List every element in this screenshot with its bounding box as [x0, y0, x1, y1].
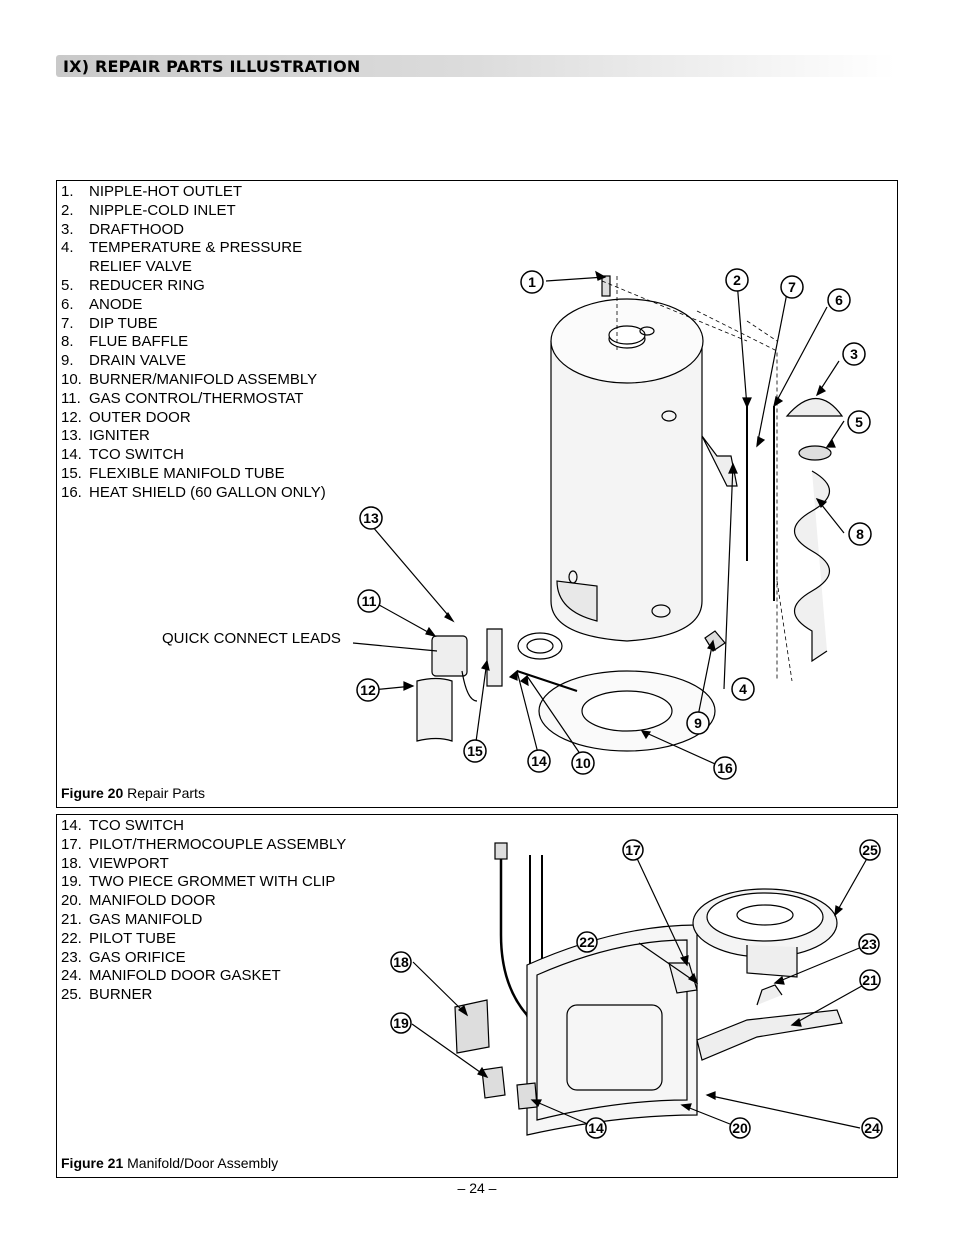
callout-17: 17: [622, 839, 644, 861]
parts-list-item: 24.MANIFOLD DOOR GASKET: [61, 967, 281, 985]
figure-21-caption: Figure 21 Manifold/Door Assembly: [61, 1155, 278, 1171]
svg-text:2: 2: [733, 272, 741, 288]
figure-20-parts-list: 1.NIPPLE-HOT OUTLET 2.NIPPLE-COLD INLET …: [61, 183, 326, 503]
callout-18: 18: [390, 951, 412, 973]
svg-text:12: 12: [360, 682, 376, 698]
figure-21-caption-text: Manifold/Door Assembly: [127, 1155, 279, 1171]
parts-list-item: 25.BURNER: [61, 986, 153, 1004]
manifold-door-exploded-diagram: 17 25 22 23 18 21 19 14 20 24: [390, 839, 883, 1139]
parts-list-item: 9.DRAIN VALVE: [61, 352, 186, 370]
section-header-bar: IX) REPAIR PARTS ILLUSTRATION: [56, 55, 896, 77]
callout-9: 9: [686, 711, 710, 735]
callout-8: 8: [848, 522, 872, 546]
water-heater-exploded-diagram: 1 2 7 6 3 5 8 13 11 12 4 9 15 14 10 16: [352, 268, 872, 780]
svg-text:6: 6: [835, 292, 843, 308]
quick-connect-leads-label: QUICK CONNECT LEADS: [162, 630, 341, 647]
svg-text:14: 14: [588, 1120, 604, 1136]
svg-text:7: 7: [788, 279, 796, 295]
parts-list-item: 17.PILOT/THERMOCOUPLE ASSEMBLY: [61, 835, 347, 853]
parts-list-item: 18.VIEWPORT: [61, 854, 169, 872]
parts-list-item: 4.TEMPERATURE & PRESSURE: [61, 239, 303, 257]
svg-text:5: 5: [855, 414, 863, 430]
parts-list-item: 21.GAS MANIFOLD: [61, 910, 203, 928]
callout-12: 12: [356, 678, 380, 702]
parts-list-item: 12.OUTER DOOR: [61, 408, 191, 426]
svg-text:22: 22: [579, 934, 595, 950]
section-title: IX) REPAIR PARTS ILLUSTRATION: [63, 57, 361, 76]
parts-list-item: 5.REDUCER RING: [61, 276, 205, 294]
parts-list-item: 10.BURNER/MANIFOLD ASSEMBLY: [61, 370, 318, 388]
figure-20-box: 1.NIPPLE-HOT OUTLET 2.NIPPLE-COLD INLET …: [56, 180, 898, 808]
svg-text:8: 8: [856, 526, 864, 542]
callout-23: 23: [858, 933, 880, 955]
figure-21-parts-list: 14.TCO SWITCH 17.PILOT/THERMOCOUPLE ASSE…: [61, 817, 346, 1005]
svg-text:24: 24: [864, 1120, 880, 1136]
parts-list-item: 23.GAS ORIFICE: [61, 948, 186, 966]
svg-text:14: 14: [531, 753, 547, 769]
parts-list-item: 22.PILOT TUBE: [61, 929, 176, 947]
svg-text:1: 1: [528, 274, 536, 290]
callout-7: 7: [780, 275, 804, 299]
callout-22: 22: [576, 931, 598, 953]
callout-14: 14: [527, 749, 551, 773]
callout-3: 3: [842, 342, 866, 366]
page-number: – 24 –: [457, 1180, 497, 1196]
svg-text:17: 17: [625, 842, 641, 858]
callout-19: 19: [390, 1012, 412, 1034]
svg-text:20: 20: [732, 1120, 748, 1136]
parts-list-item: 11.GAS CONTROL/THERMOSTAT: [61, 389, 304, 407]
svg-text:25: 25: [862, 842, 878, 858]
parts-list-item: 16.HEAT SHIELD (60 GALLON ONLY): [61, 483, 326, 501]
callout-4: 4: [731, 677, 755, 701]
svg-text:13: 13: [363, 510, 379, 526]
parts-list-item: RELIEF VALVE: [89, 258, 192, 276]
callout-2: 2: [725, 268, 749, 292]
parts-list-item: 14.TCO SWITCH: [61, 446, 184, 464]
callout-15: 15: [463, 739, 487, 763]
callout-25: 25: [859, 839, 881, 861]
parts-list-item: 13.IGNITER: [61, 427, 150, 445]
parts-list-item: 7.DIP TUBE: [61, 314, 158, 332]
parts-list-item: 2.NIPPLE-COLD INLET: [61, 201, 236, 219]
svg-text:19: 19: [393, 1015, 409, 1031]
parts-list-item: 19.TWO PIECE GROMMET WITH CLIP: [61, 873, 336, 891]
svg-text:23: 23: [861, 936, 877, 952]
callout-20: 20: [729, 1117, 751, 1139]
svg-text:10: 10: [575, 755, 591, 771]
figure-20-caption: Figure 20 Repair Parts: [61, 785, 205, 801]
parts-list-item: 1.NIPPLE-HOT OUTLET: [61, 183, 243, 200]
parts-list-item: 15.FLEXIBLE MANIFOLD TUBE: [61, 464, 285, 482]
parts-list-item: 6.ANODE: [61, 295, 143, 313]
parts-list-item: 14.TCO SWITCH: [61, 817, 184, 834]
svg-text:11: 11: [362, 593, 377, 609]
callout-24: 24: [861, 1117, 883, 1139]
svg-text:21: 21: [862, 972, 878, 988]
svg-text:4: 4: [739, 681, 747, 697]
figure-20-caption-label: Figure 20: [61, 785, 124, 801]
parts-list-item: 20.MANIFOLD DOOR: [61, 892, 216, 910]
svg-text:15: 15: [467, 743, 483, 759]
callout-6: 6: [827, 288, 851, 312]
callout-16: 16: [713, 756, 737, 780]
parts-list-item: 3.DRAFTHOOD: [61, 220, 184, 238]
callout-5: 5: [847, 410, 871, 434]
callout-13: 13: [359, 506, 383, 530]
svg-text:3: 3: [850, 346, 858, 362]
callout-21: 21: [859, 969, 881, 991]
callout-10: 10: [571, 751, 595, 775]
figure-21-box: 14.TCO SWITCH 17.PILOT/THERMOCOUPLE ASSE…: [56, 814, 898, 1178]
figure-20-caption-text: Repair Parts: [127, 785, 205, 801]
callout-14: 14: [585, 1117, 607, 1139]
callout-1: 1: [520, 270, 544, 294]
svg-text:16: 16: [717, 760, 733, 776]
figure-21-caption-label: Figure 21: [61, 1155, 124, 1171]
parts-list-item: 8.FLUE BAFFLE: [61, 333, 189, 351]
svg-text:18: 18: [393, 954, 409, 970]
svg-text:9: 9: [694, 715, 702, 731]
callout-11: 11: [357, 589, 381, 613]
